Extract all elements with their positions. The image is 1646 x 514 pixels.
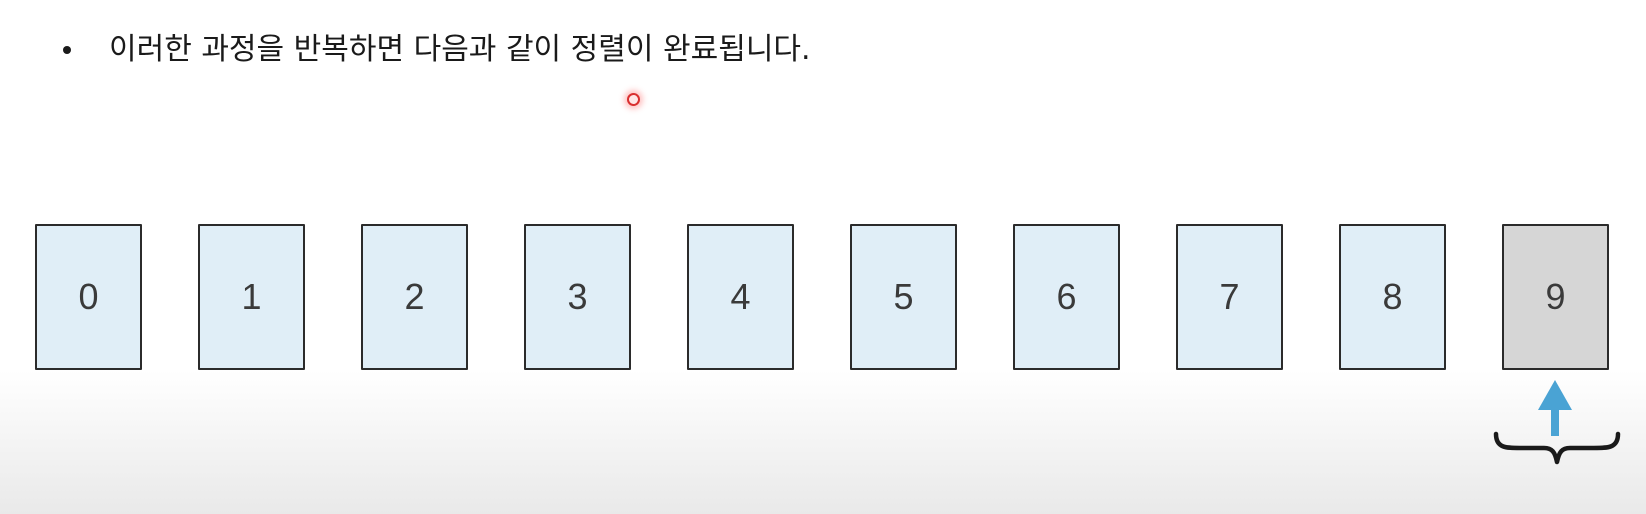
card-value: 9	[1545, 276, 1566, 317]
card-value: 0	[78, 276, 99, 317]
card-2: 2	[361, 224, 468, 370]
card-value: 2	[404, 276, 425, 317]
up-arrow-icon	[1538, 380, 1572, 436]
card-7: 7	[1176, 224, 1283, 370]
sorted-marker	[1493, 380, 1621, 465]
card-value: 7	[1219, 276, 1240, 317]
card-1: 1	[198, 224, 305, 370]
card-6: 6	[1013, 224, 1120, 370]
card-5: 5	[850, 224, 957, 370]
card-0: 0	[35, 224, 142, 370]
card-8: 8	[1339, 224, 1446, 370]
bullet-dot-icon	[63, 46, 71, 54]
card-3: 3	[524, 224, 631, 370]
card-value: 1	[241, 276, 262, 317]
bullet-text: 이러한 과정을 반복하면 다음과 같이 정렬이 완료됩니다.	[109, 32, 811, 67]
card-value: 8	[1382, 276, 1403, 317]
card-value: 4	[730, 276, 751, 317]
curly-brace-icon	[1493, 431, 1621, 465]
card-value: 3	[567, 276, 588, 317]
mouse-pointer-highlight	[627, 93, 640, 106]
card-value: 6	[1056, 276, 1077, 317]
bullet-item: 이러한 과정을 반복하면 다음과 같이 정렬이 완료됩니다.	[60, 28, 811, 72]
card-value: 5	[893, 276, 914, 317]
card-4: 4	[687, 224, 794, 370]
card-9: 9	[1502, 224, 1609, 370]
